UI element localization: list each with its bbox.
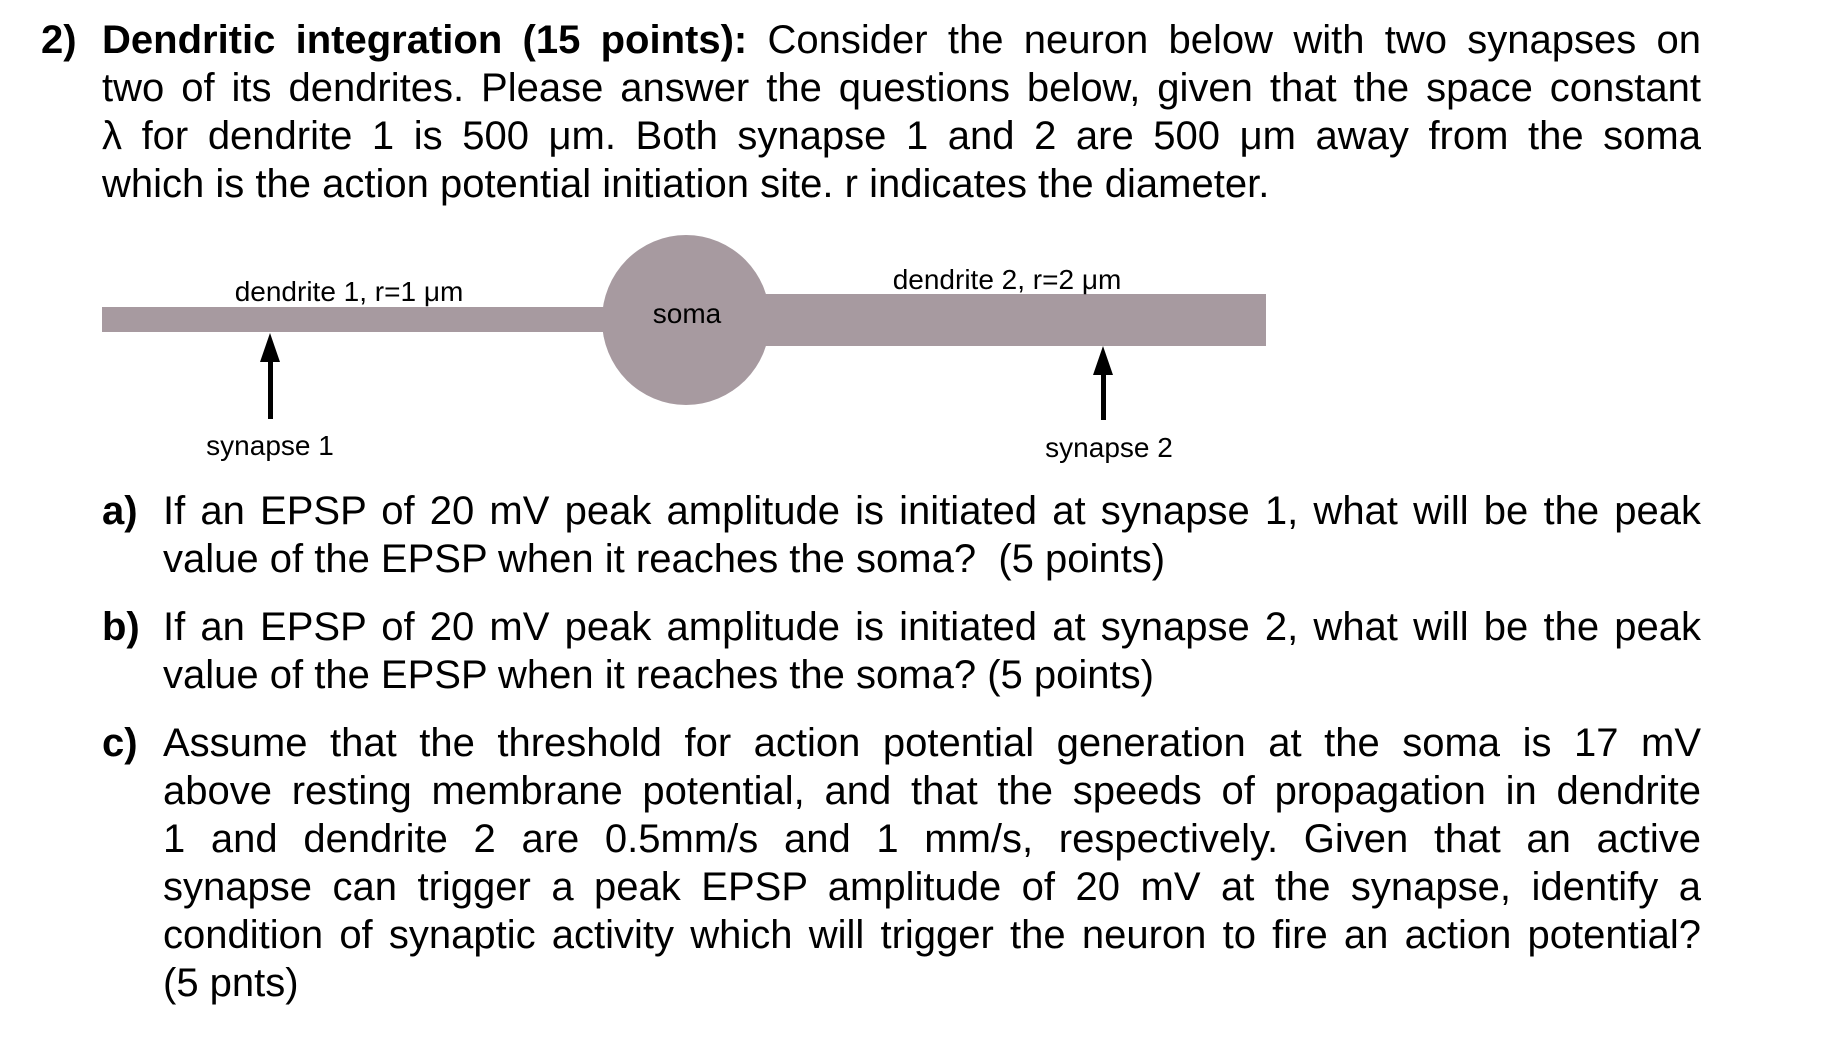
- sub-question-b-marker: b): [102, 605, 140, 649]
- synapse-1-arrowhead-icon: [260, 333, 280, 362]
- intro-line-1-text: Consider the neuron below with two synap…: [767, 18, 1701, 62]
- sub-question-c-line-5: condition of synaptic activity which wil…: [163, 913, 1701, 957]
- neuron-diagram: dendrite 1, r=1 μm dendrite 2, r=2 μm so…: [0, 208, 1834, 487]
- question-number: 2): [41, 18, 77, 62]
- sub-question-c-line-4: synapse can trigger a peak EPSP amplitud…: [163, 865, 1701, 909]
- sub-question-a-line-1: If an EPSP of 20 mV peak amplitude is in…: [163, 489, 1701, 533]
- sub-question-b: b) If an EPSP of 20 mV peak amplitude is…: [102, 603, 1701, 699]
- soma-label: soma: [652, 298, 722, 329]
- sub-question-c-line-6: (5 pnts): [163, 961, 299, 1005]
- dendrite-1-bar: [102, 307, 618, 332]
- sub-question-b-line-1: If an EPSP of 20 mV peak amplitude is in…: [163, 605, 1701, 649]
- dendrite-2-label: dendrite 2, r=2 μm: [892, 264, 1122, 295]
- sub-question-b-line-2: value of the EPSP when it reaches the so…: [163, 653, 1154, 697]
- sub-question-c-line-1: Assume that the threshold for action pot…: [163, 721, 1701, 765]
- question-intro: 2) Dendritic integration (15 points): Co…: [41, 16, 1701, 208]
- synapse-1-label: synapse 1: [206, 430, 334, 461]
- intro-line-4: which is the action potential initiation…: [102, 162, 1270, 206]
- sub-question-c-line-2: above resting membrane potential, and th…: [163, 769, 1701, 813]
- intro-line-3: λ for dendrite 1 is 500 μm. Both synapse…: [102, 114, 1701, 158]
- intro-line-1: Dendritic integration (15 points): Consi…: [102, 16, 1701, 64]
- sub-question-a: a) If an EPSP of 20 mV peak amplitude is…: [102, 487, 1701, 583]
- intro-line-2: two of its dendrites. Please answer the …: [102, 66, 1701, 110]
- soma-circle: [602, 235, 770, 405]
- synapse-2-label: synapse 2: [1045, 432, 1173, 463]
- sub-question-c-marker: c): [102, 721, 138, 765]
- dendrite-1-label: dendrite 1, r=1 μm: [234, 276, 464, 307]
- sub-question-c-line-3: 1 and dendrite 2 are 0.5mm/s and 1 mm/s,…: [163, 817, 1701, 861]
- dendrite-2-bar: [750, 294, 1266, 346]
- sub-question-c: c) Assume that the threshold for action …: [102, 719, 1701, 1007]
- synapse-2-arrow-shaft: [1101, 372, 1106, 420]
- question-title: Dendritic integration (15 points):: [102, 18, 748, 62]
- sub-question-a-line-2: value of the EPSP when it reaches the so…: [163, 537, 1166, 581]
- synapse-2-arrowhead-icon: [1093, 346, 1113, 375]
- synapse-1-arrow-shaft: [268, 359, 273, 419]
- sub-question-a-marker: a): [102, 489, 138, 533]
